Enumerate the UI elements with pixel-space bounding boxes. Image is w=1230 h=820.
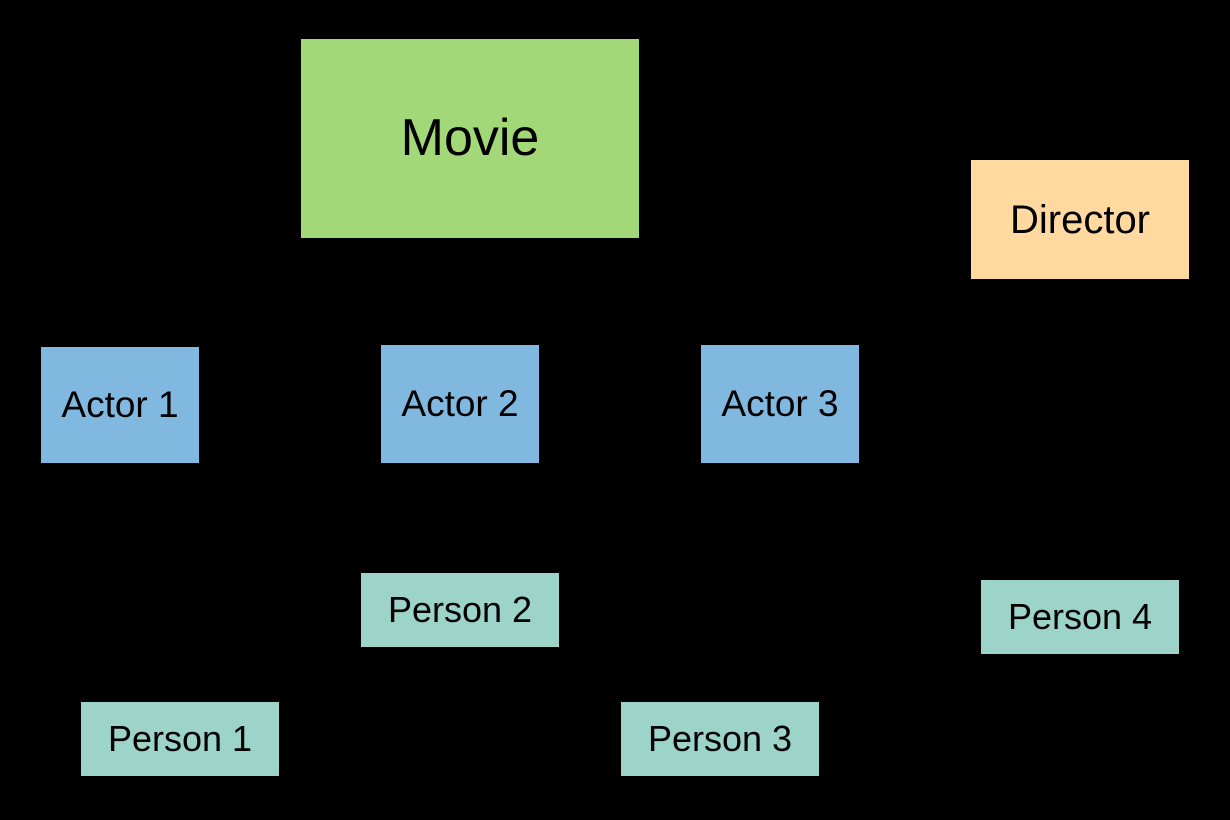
node-label-person3: Person 3 xyxy=(647,718,793,760)
node-actor1[interactable]: Actor 1 xyxy=(41,347,199,463)
node-label-movie: Movie xyxy=(400,108,540,167)
node-label-actor2: Actor 2 xyxy=(401,382,519,424)
node-person4[interactable]: Person 4 xyxy=(981,580,1179,654)
node-label-actor3: Actor 3 xyxy=(721,382,839,424)
node-person1[interactable]: Person 1 xyxy=(81,702,279,776)
node-label-director: Director xyxy=(1009,197,1151,242)
node-label-person2: Person 2 xyxy=(387,589,533,631)
node-label-person4: Person 4 xyxy=(1007,596,1153,638)
node-label-person1: Person 1 xyxy=(107,718,253,760)
node-person3[interactable]: Person 3 xyxy=(621,702,819,776)
node-movie[interactable]: Movie xyxy=(301,39,639,238)
node-label-actor1: Actor 1 xyxy=(61,383,179,425)
node-actor3[interactable]: Actor 3 xyxy=(701,345,859,463)
node-person2[interactable]: Person 2 xyxy=(361,573,559,647)
node-actor2[interactable]: Actor 2 xyxy=(381,345,539,463)
node-director[interactable]: Director xyxy=(971,160,1189,279)
